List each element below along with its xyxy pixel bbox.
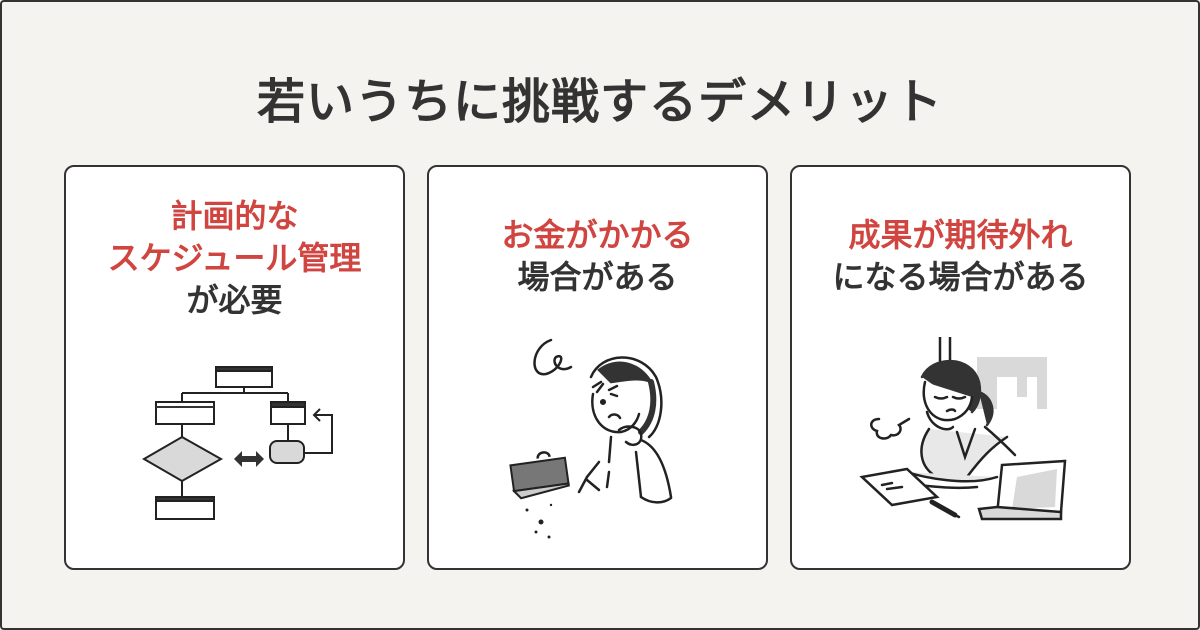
card-line-dark: になる場合がある xyxy=(832,258,1089,296)
card-heading: お金がかかる 場合がある xyxy=(429,214,766,298)
card-line-dark: 場合がある xyxy=(517,258,678,296)
card-line-dark: が必要 xyxy=(186,281,283,319)
worried-person-empty-wallet-icon xyxy=(509,338,673,539)
card-heading: 成果が期待外れ になる場合がある xyxy=(792,214,1129,298)
page-title: 若いうちに挑戦するデメリット xyxy=(256,74,943,130)
card-disappointing-results: 成果が期待外れ になる場合がある xyxy=(790,165,1131,570)
card-heading: 計画的な スケジュール管理 が必要 xyxy=(66,195,403,321)
card-line-red: スケジュール管理 xyxy=(107,239,362,277)
card-line-red: 成果が期待外れ xyxy=(848,216,1073,254)
card-line-red: 計画的な xyxy=(170,197,299,235)
card-schedule-management: 計画的な スケジュール管理 が必要 xyxy=(64,165,405,570)
tired-office-worker-laptop-icon xyxy=(859,337,1067,521)
flowchart-icon xyxy=(142,366,333,520)
card-line-red: お金がかかる xyxy=(501,216,694,254)
card-money-cost: お金がかかる 場合がある xyxy=(427,165,768,570)
